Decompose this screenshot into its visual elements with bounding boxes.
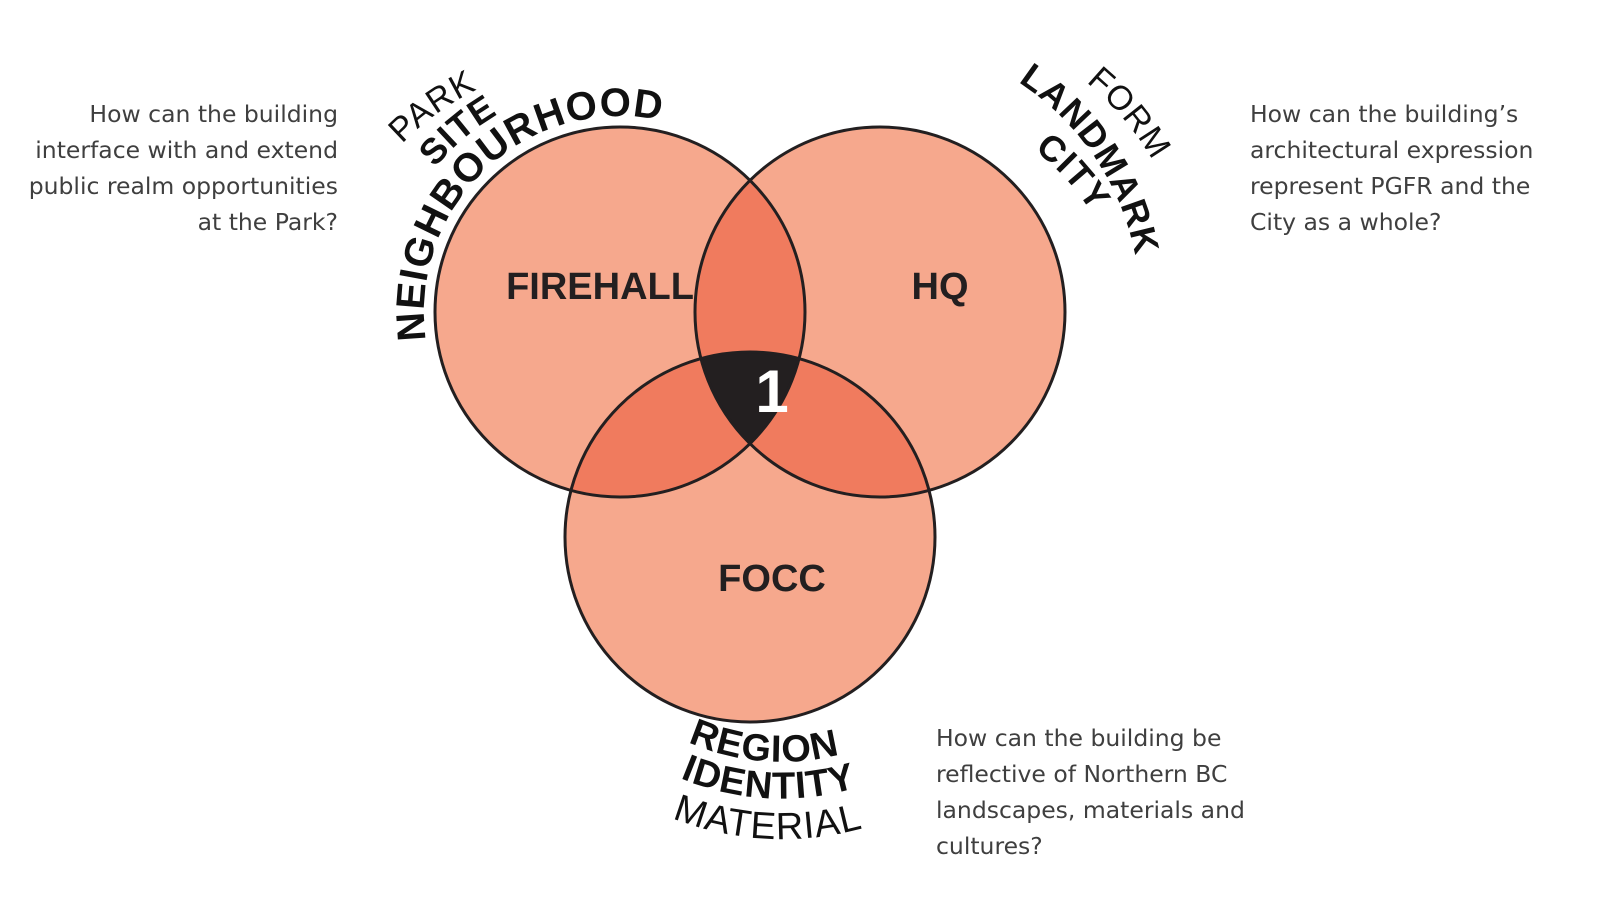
overlap-firehall-focc	[565, 352, 805, 497]
label-focc: FOCC	[718, 558, 826, 600]
label-center: 1	[755, 358, 788, 425]
question-region: How can the building be reflective of No…	[936, 724, 1245, 860]
label-firehall: FIREHALL	[506, 266, 694, 308]
label-hq: HQ	[912, 266, 969, 308]
circle-firehall-outline	[433, 125, 807, 499]
circle-focc-outline	[563, 350, 937, 724]
question-neighbourhood: How can the building interface with and …	[28, 100, 338, 236]
question-landmark: How can the building’s architectural exp…	[1250, 100, 1534, 236]
overlap-hq-focc	[695, 352, 935, 497]
circle-hq-outline	[693, 125, 1067, 499]
